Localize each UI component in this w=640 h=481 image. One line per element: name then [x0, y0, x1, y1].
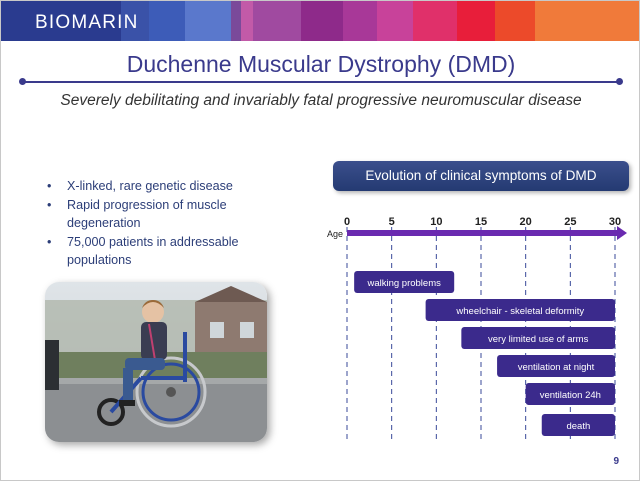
band-segment: [241, 1, 253, 41]
band-segment: [149, 1, 185, 41]
band-segment: [253, 1, 301, 41]
band-segment: [343, 1, 377, 41]
tick-label: 25: [564, 216, 576, 228]
band-segment: [231, 1, 241, 41]
band-segment: [185, 1, 231, 41]
age-axis-bar: [347, 230, 617, 236]
slide-title: Duchenne Muscular Dystrophy (DMD): [126, 51, 516, 77]
symptom-bar: [354, 271, 455, 293]
band-segment: [121, 1, 149, 41]
tick-label: 30: [609, 216, 621, 228]
header-color-band: [1, 1, 639, 41]
bullet-item: 75,000 patients in addressable populatio…: [47, 233, 267, 270]
symptom-bar: [525, 383, 615, 405]
age-axis-arrowhead: [617, 226, 627, 240]
band-segment: [413, 1, 457, 41]
symptom-bar: [497, 355, 615, 377]
tick-label: 0: [344, 216, 350, 228]
bullet-item: Rapid progression of muscle degeneration: [47, 196, 267, 233]
tick-label: 10: [430, 216, 442, 228]
band-segment: [1, 1, 121, 41]
symptom-bar-label: ventilation 24h: [540, 390, 601, 401]
bullet-list: X-linked, rare genetic disease Rapid pro…: [47, 177, 267, 270]
tick-label: 15: [475, 216, 487, 228]
bullet-item: X-linked, rare genetic disease: [47, 177, 267, 196]
symptom-bar: [461, 327, 615, 349]
tick-label: 5: [389, 216, 395, 228]
symptom-bar-label: death: [566, 421, 590, 432]
symptom-bar-label: wheelchair - skeletal deformity: [455, 306, 584, 317]
chart-title: Evolution of clinical symptoms of DMD: [333, 161, 629, 191]
boy-in-wheelchair-photo: [45, 282, 267, 442]
slide-subtitle: Severely debilitating and invariably fat…: [60, 92, 582, 109]
symptom-bar: [425, 299, 615, 321]
band-segment: [495, 1, 535, 41]
tick-label: 20: [520, 216, 532, 228]
page-number: 9: [613, 456, 619, 467]
axis-label-age: Age: [327, 229, 343, 239]
rule-right-dot: [616, 78, 623, 85]
band-segment: [377, 1, 413, 41]
photo-illustration: [45, 282, 267, 442]
title-rule: [23, 81, 619, 83]
symptom-bar-label: walking problems: [366, 278, 441, 289]
symptom-bar-label: very limited use of arms: [488, 334, 589, 345]
band-segment: [535, 1, 639, 41]
band-segment: [457, 1, 495, 41]
symptom-bar-label: ventilation at night: [518, 362, 595, 373]
biomarin-logo: BIOMARIN: [35, 12, 139, 33]
band-segment: [301, 1, 343, 41]
symptom-bar: [541, 414, 615, 436]
rule-left-dot: [19, 78, 26, 85]
